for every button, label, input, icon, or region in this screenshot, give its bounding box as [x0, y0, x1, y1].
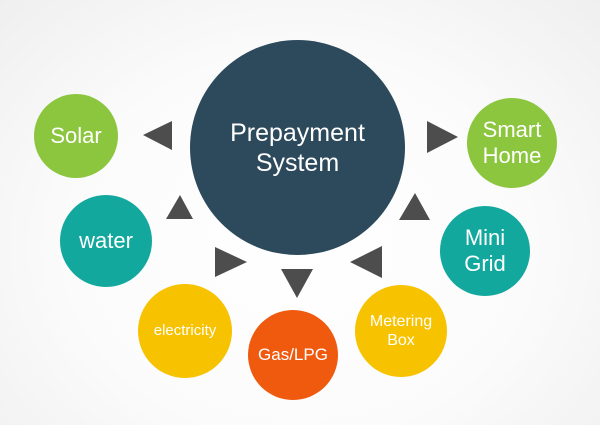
metering-box-label: Metering Box	[369, 312, 433, 349]
metering-box-node: Metering Box	[355, 285, 447, 377]
mini-grid-node: Mini Grid	[440, 206, 530, 296]
water-label: water	[79, 227, 133, 253]
solar-label: Solar	[50, 122, 102, 148]
arrow-icon-metering	[350, 246, 382, 278]
arrow-icon-smarthome	[427, 121, 458, 153]
water-node: water	[60, 195, 152, 287]
electricity-label: electricity	[153, 322, 217, 339]
electricity-node: electricity	[138, 284, 232, 378]
arrow-icon-electricity	[215, 247, 247, 277]
arrow-icon-gas	[281, 269, 313, 298]
arrow-icon-water	[166, 195, 193, 219]
arrow-icon-solar	[143, 121, 172, 150]
solar-node: Solar	[34, 94, 118, 178]
smart-home-node: Smart Home	[467, 98, 557, 188]
gas-lpg-label: Gas/LPG	[258, 344, 328, 364]
hub-label: Prepayment System	[230, 118, 365, 177]
gas-lpg-node: Gas/LPG	[248, 310, 338, 400]
mini-grid-label: Mini Grid	[464, 224, 506, 276]
arrow-icon-minigrid	[399, 193, 430, 220]
smart-home-label: Smart Home	[482, 116, 542, 168]
prepayment-system-hub: Prepayment System	[190, 40, 405, 255]
